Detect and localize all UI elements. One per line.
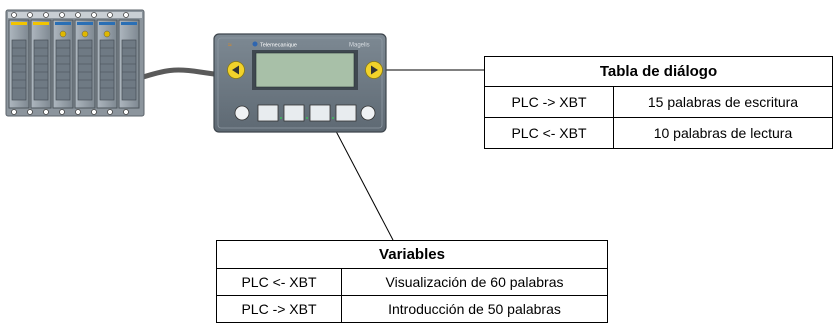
plc-rack-screws — [11, 12, 129, 115]
table-row: PLC -> XBT 15 palabras de escritura — [484, 86, 833, 118]
table-row: PLC -> XBT Introducción de 50 palabras — [216, 295, 608, 323]
dialog-row-direction: PLC <- XBT — [484, 117, 614, 149]
function-key-1[interactable] — [257, 104, 279, 122]
variables-row-direction: PLC -> XBT — [216, 295, 342, 323]
variables-table: Variables PLC <- XBT Visualización de 60… — [216, 240, 608, 323]
plc-rack — [5, 9, 145, 117]
right-arrow-key[interactable] — [365, 61, 383, 79]
terminal-brand-mark: ≈ — [228, 42, 232, 49]
xbt-terminal: ≈ Telemecanique Magelis — [213, 33, 387, 133]
dialog-table-title: Tabla de diálogo — [484, 56, 833, 87]
terminal-brand-label: Telemecanique — [260, 43, 297, 49]
function-key-4[interactable] — [335, 104, 357, 122]
table-row: PLC <- XBT Visualización de 60 palabras — [216, 268, 608, 296]
dialog-row-description: 15 palabras de escritura — [613, 86, 833, 118]
variables-row-description: Introducción de 50 palabras — [341, 295, 608, 323]
variables-table-title: Variables — [216, 240, 608, 269]
arrow-right-icon — [371, 65, 378, 75]
dialog-table: Tabla de diálogo PLC -> XBT 15 palabras … — [484, 56, 833, 149]
variables-row-description: Visualización de 60 palabras — [341, 268, 608, 296]
arrow-left-icon — [232, 65, 239, 75]
communication-cable — [137, 67, 217, 81]
dialog-row-direction: PLC -> XBT — [484, 86, 614, 118]
function-key-3[interactable] — [309, 104, 331, 122]
function-key-2[interactable] — [283, 104, 305, 122]
variables-row-direction: PLC <- XBT — [216, 268, 342, 296]
table-row: PLC <- XBT 10 palabras de lectura — [484, 117, 833, 149]
dialog-row-description: 10 palabras de lectura — [613, 117, 833, 149]
dialog-table-header: Tabla de diálogo — [484, 56, 833, 87]
variables-table-header: Variables — [216, 240, 608, 269]
terminal-model-label: Magelis — [349, 43, 370, 49]
round-key-left[interactable] — [234, 105, 250, 121]
round-key-right[interactable] — [360, 105, 376, 121]
left-arrow-key[interactable] — [227, 61, 245, 79]
